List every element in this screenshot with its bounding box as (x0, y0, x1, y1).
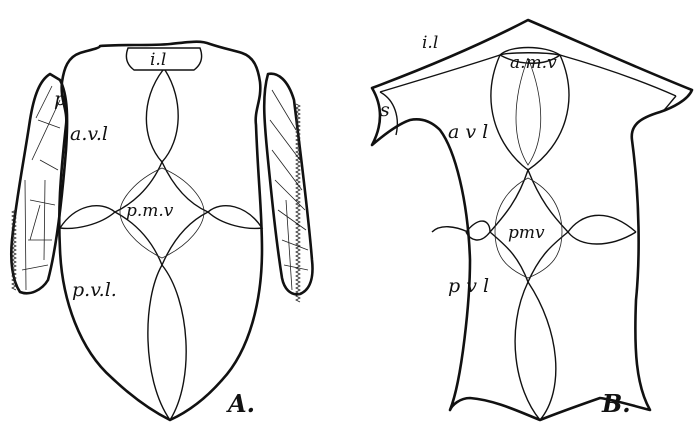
figure-b-label-amv: a.m.v (510, 53, 557, 73)
figure-a-letter: A. (226, 389, 255, 418)
figure-a-right-transverse (208, 206, 262, 229)
figure-a-lower-lens (148, 265, 186, 420)
figure-b-upper-lens-inner (516, 58, 541, 165)
figure-a-label-pmv: p.m.v (126, 201, 174, 221)
figure-a-label-avl: a.v.l (70, 123, 108, 145)
figure-b-label-pvl: p v l (448, 275, 489, 297)
figure-b-label-pmv: pmv (508, 223, 545, 243)
figure-b-right-transverse (568, 215, 636, 244)
figure-a-upper-lens (146, 70, 178, 162)
figure-a-right-paddle (264, 74, 312, 295)
figure-a-left-paddle-cells (22, 86, 60, 290)
figure-b-label-avl: a v l (448, 121, 488, 143)
figure-a-outline (59, 42, 262, 420)
figure-a-right-paddle-cells (270, 90, 308, 290)
figure-b-label-s: s (380, 99, 390, 121)
figure-b-left-wing (432, 227, 468, 232)
figure-b: i.l a.m.v s a v l pmv p v l B. (372, 20, 692, 420)
figure-b-left-transverse (466, 221, 490, 240)
figure-a: i.l p a.v.l p.m.v p.v.l. A. (11, 42, 312, 420)
figure-b-label-il: i.l (422, 33, 438, 53)
figure-a-label-pvl: p.v.l. (72, 279, 117, 301)
figure-a-label-p: p (54, 88, 66, 110)
figure-a-label-il: i.l (150, 50, 166, 70)
figure-b-lower-lens (515, 282, 556, 420)
figure-a-left-transverse (60, 206, 115, 229)
figure-b-letter: B. (601, 389, 631, 418)
